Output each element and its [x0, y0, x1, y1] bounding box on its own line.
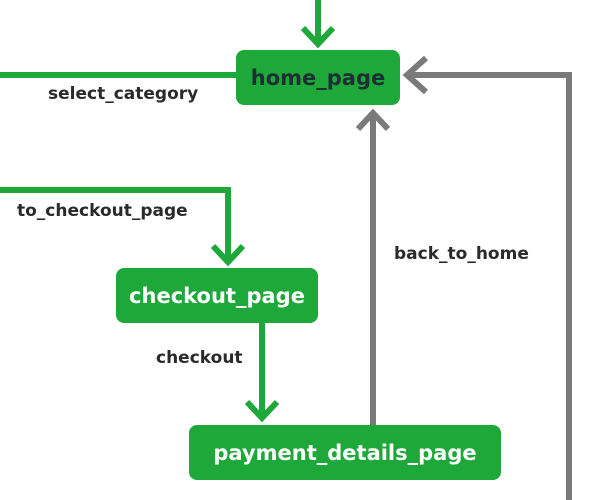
edge-label-to-checkout-page: to_checkout_page [17, 201, 188, 221]
checkout-edge [244, 323, 280, 423]
return-loop-edge [402, 55, 572, 500]
node-home-page: home_page [236, 50, 400, 105]
edge-label-back-to-home: back_to_home [394, 244, 529, 264]
node-checkout-page-label: checkout_page [129, 283, 305, 308]
back-to-home-edge [355, 108, 391, 425]
node-payment-details-page-label: payment_details_page [213, 440, 477, 465]
node-home-page-label: home_page [250, 65, 386, 90]
node-checkout-page: checkout_page [116, 268, 318, 323]
edge-label-checkout: checkout [156, 348, 243, 368]
edge-label-select-category: select_category [48, 84, 199, 104]
node-payment-details-page: payment_details_page [189, 425, 501, 480]
to-checkout-page-edge [0, 187, 246, 267]
entry-edge [300, 0, 336, 49]
